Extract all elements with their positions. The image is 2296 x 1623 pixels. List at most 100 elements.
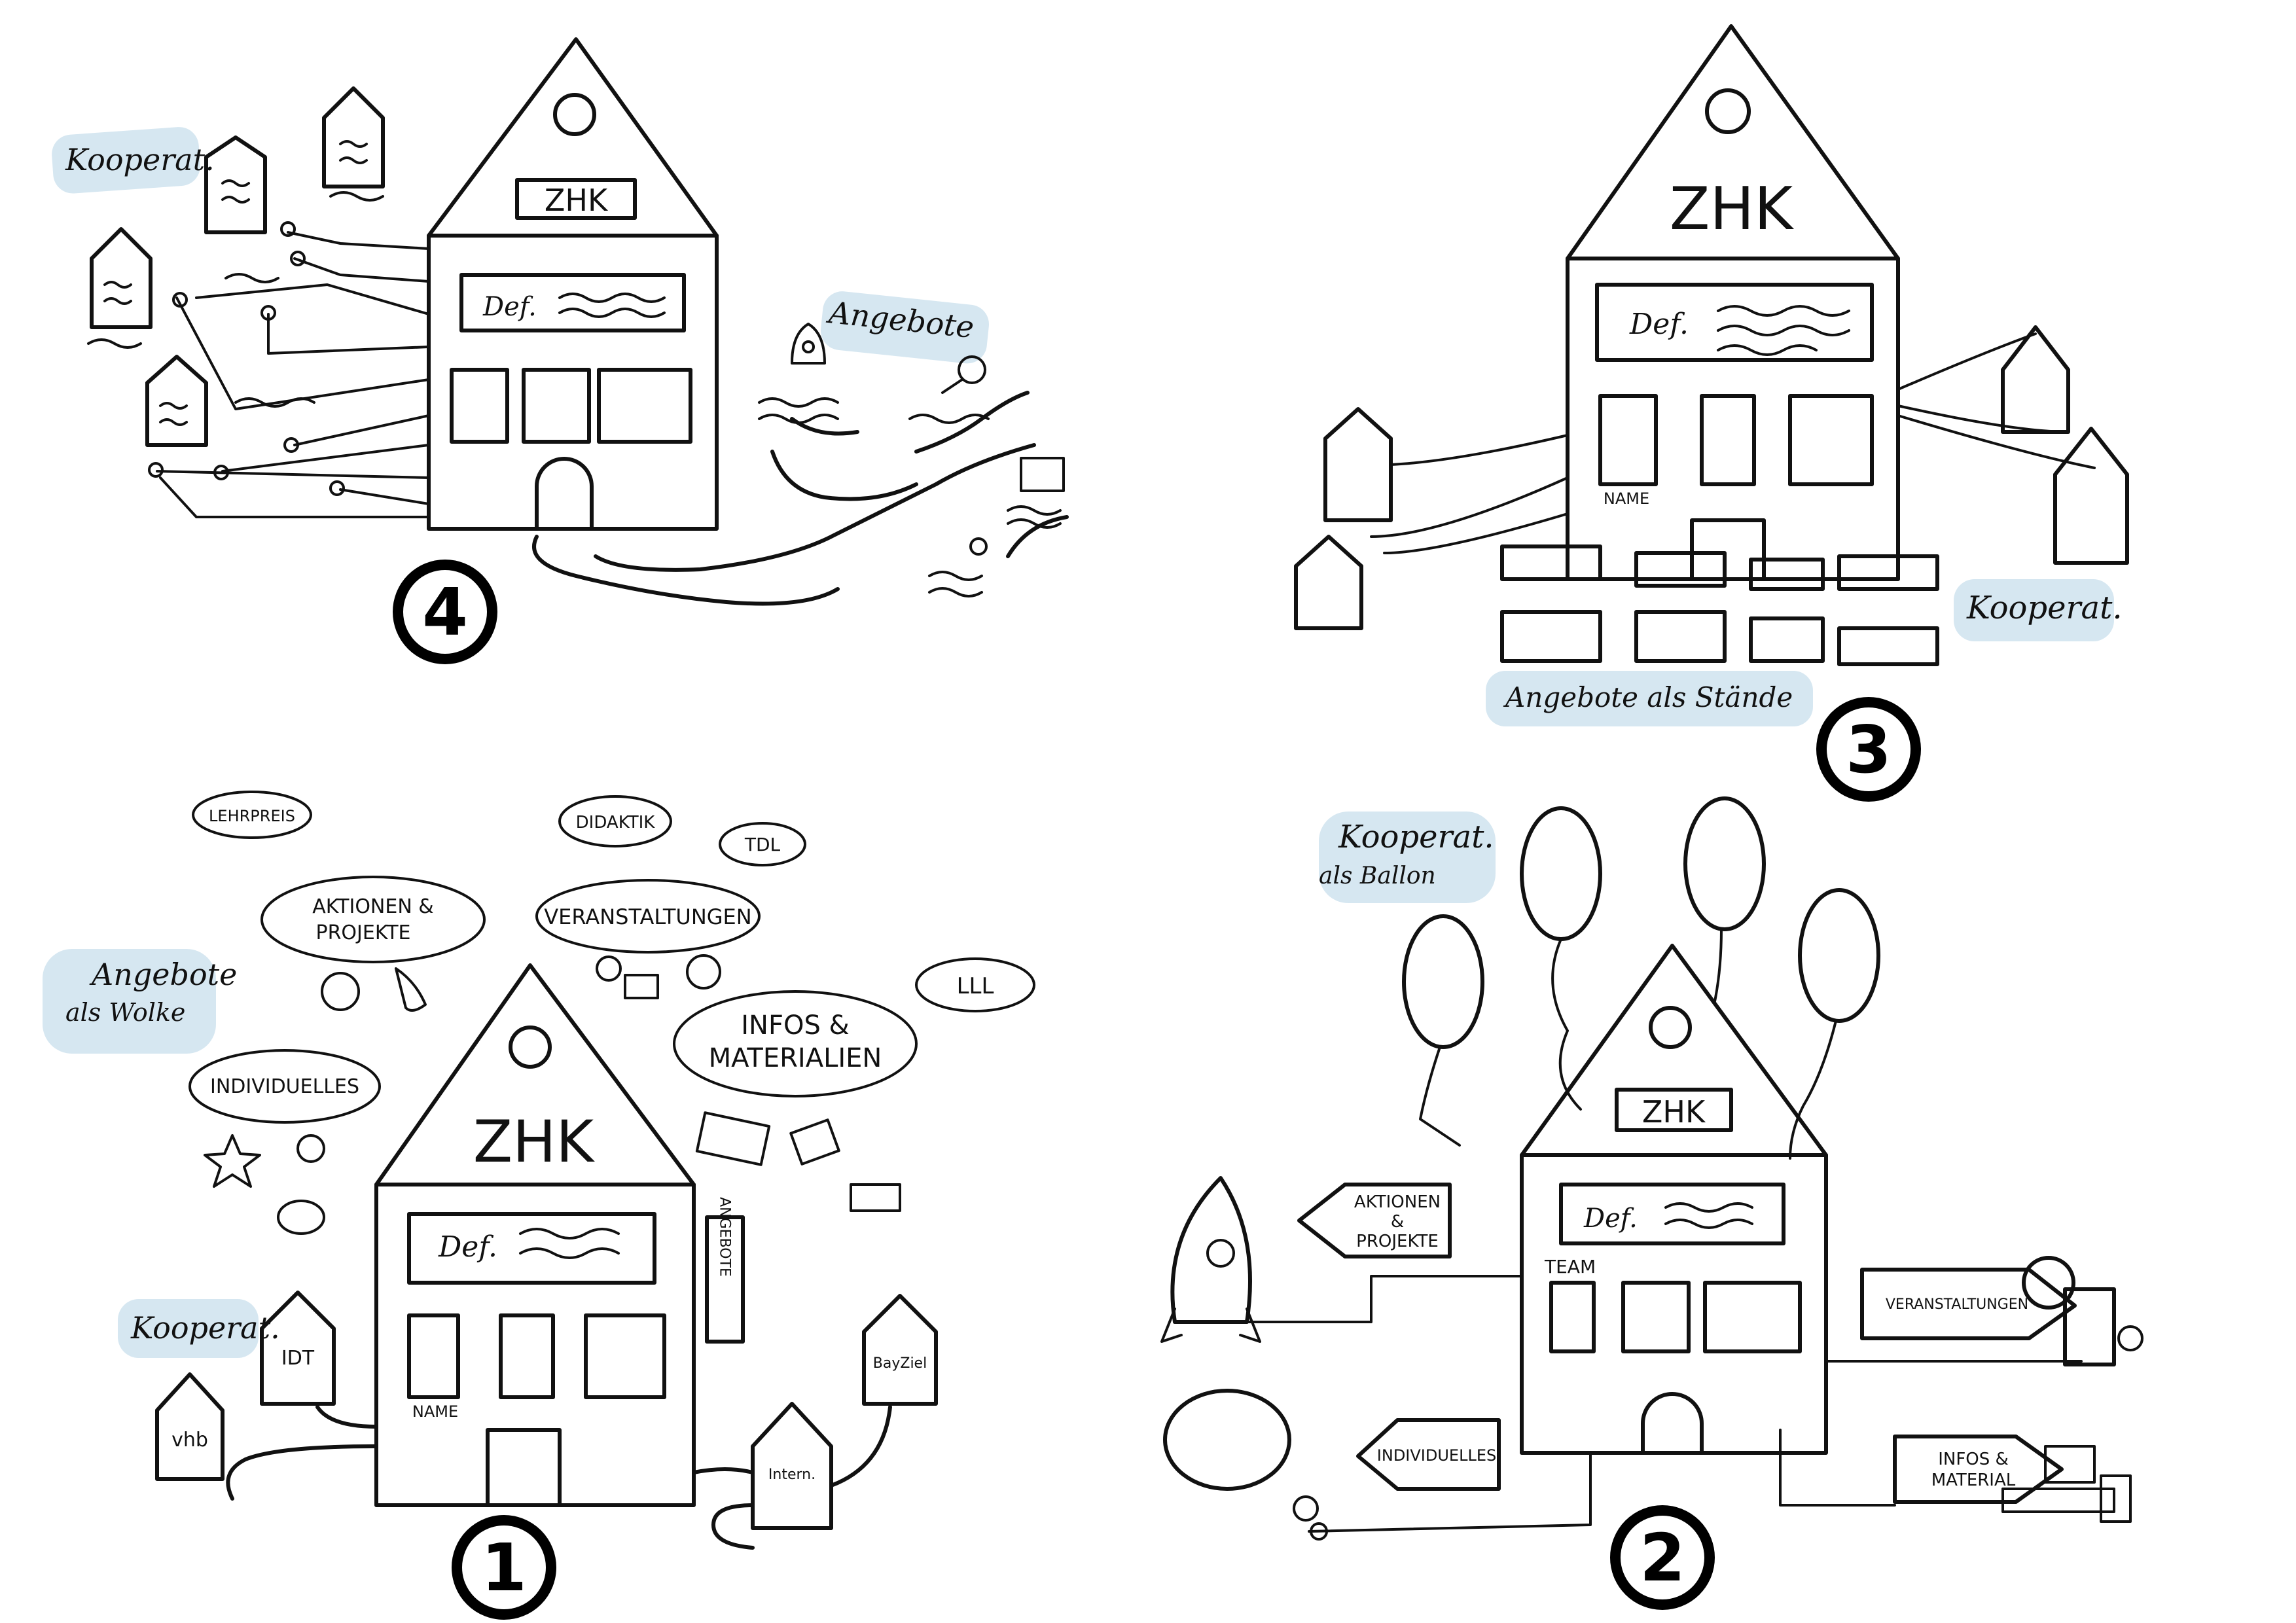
house-roof xyxy=(1520,944,1828,1157)
cooperation-network xyxy=(148,221,430,518)
globe-icon xyxy=(686,954,721,990)
scene-number-circle xyxy=(452,1515,556,1620)
house-title: ZHK xyxy=(473,1108,595,1175)
vertical-sign-label: ANGEBOTE xyxy=(717,1197,733,1277)
kooperat-label-1: Kooperat. xyxy=(1338,819,1494,855)
document-icon xyxy=(789,1118,840,1166)
svg-text:LEHRPREIS: LEHRPREIS xyxy=(209,807,295,825)
kooperat-label: Kooperat. xyxy=(65,142,215,177)
kooperat-label: Kooperat. xyxy=(130,1310,280,1346)
def-label: Def. xyxy=(1583,1204,1638,1234)
market-stalls xyxy=(1500,544,1939,666)
name-label: NAME xyxy=(412,1402,458,1421)
window xyxy=(584,1313,666,1399)
lightbulb-icon xyxy=(969,537,988,556)
roof-window xyxy=(509,1026,552,1069)
title-sign xyxy=(1615,1088,1733,1132)
offer-river xyxy=(532,391,1069,606)
lightbulb-icon xyxy=(296,1134,325,1163)
team-label: TEAM xyxy=(1544,1256,1596,1277)
window xyxy=(407,1313,460,1399)
scene-2: Kooperat. als Ballon ZHK Def. TEAM AKTIO… xyxy=(1160,796,2144,1610)
svg-text:vhb: vhb xyxy=(171,1429,208,1452)
roof-window xyxy=(1705,88,1751,134)
svg-text:&: & xyxy=(1391,1212,1404,1232)
scene-number-circle xyxy=(393,560,497,664)
bunting xyxy=(1370,332,2096,554)
scene-number: 2 xyxy=(1640,1520,1685,1596)
window xyxy=(450,368,509,444)
kooperat-highlight xyxy=(118,1299,259,1358)
angebote-label-2: als Wolke xyxy=(65,998,185,1027)
scene-number-circle xyxy=(1610,1505,1715,1610)
def-label: Def. xyxy=(438,1230,497,1264)
document-icon xyxy=(2100,1474,2132,1523)
def-banner xyxy=(459,273,686,332)
svg-text:INFOS &: INFOS & xyxy=(741,1010,850,1041)
window xyxy=(1700,394,1756,486)
house-door xyxy=(535,457,594,531)
window xyxy=(499,1313,555,1399)
main-house: ZHK Def. NAME xyxy=(1566,24,1900,581)
microphone-icon xyxy=(2117,1325,2144,1351)
svg-text:MATERIAL: MATERIAL xyxy=(1931,1471,2016,1490)
microphone-icon xyxy=(596,955,622,982)
kooperat-highlight xyxy=(1954,579,2114,641)
thought-cloud-icon xyxy=(277,1200,325,1235)
svg-text:BayZiel: BayZiel xyxy=(873,1355,927,1372)
kooperat-label: Kooperat. xyxy=(1966,590,2123,626)
house-title: ZHK xyxy=(1642,1094,1706,1130)
scene-3: ZHK Def. NAME xyxy=(1294,24,2129,802)
kooperat-highlight xyxy=(1319,812,1496,903)
scene-number: 3 xyxy=(1846,711,1892,788)
svg-text:AKTIONEN &: AKTIONEN & xyxy=(312,895,433,918)
microphone-icon xyxy=(958,355,986,384)
main-house: ZHK Def. TEAM xyxy=(1520,944,1828,1455)
house-roof xyxy=(427,37,719,238)
house-roof xyxy=(1566,24,1900,260)
window xyxy=(1703,1281,1802,1353)
podium-icon xyxy=(2063,1287,2116,1366)
sign-veranstaltungen xyxy=(1860,1268,2077,1340)
svg-text:INFOS &: INFOS & xyxy=(1938,1450,2009,1469)
scene-number-circle xyxy=(1816,697,1921,802)
svg-text:DIDAKTIK: DIDAKTIK xyxy=(576,813,656,832)
def-banner xyxy=(407,1212,656,1285)
stalls-highlight xyxy=(1486,671,1813,726)
house-body xyxy=(427,234,719,531)
def-banner xyxy=(1559,1183,1785,1245)
angebote-label-1: Angebote xyxy=(89,957,237,992)
rocket-icon xyxy=(395,967,427,1012)
svg-text:VERANSTALTUNGEN: VERANSTALTUNGEN xyxy=(544,904,751,929)
sign-individuelles xyxy=(1356,1418,1501,1491)
scene-4: ZHK Def. xyxy=(52,37,1069,664)
window xyxy=(1598,394,1658,486)
svg-text:INDIVIDUELLES: INDIVIDUELLES xyxy=(1377,1446,1496,1465)
stalls-label: Angebote als Stände xyxy=(1503,681,1793,713)
svg-text:PROJEKTE: PROJEKTE xyxy=(1356,1232,1439,1251)
laptop-icon xyxy=(2044,1445,2096,1484)
svg-text:Intern.: Intern. xyxy=(768,1467,816,1483)
svg-text:VERANSTALTUNGEN: VERANSTALTUNGEN xyxy=(1886,1296,2028,1313)
house-roof xyxy=(374,963,696,1186)
title-sign xyxy=(515,178,637,220)
angebote-highlight xyxy=(43,949,216,1054)
laptop-icon xyxy=(624,974,659,999)
roof-window xyxy=(1649,1006,1692,1049)
svg-text:AKTIONEN: AKTIONEN xyxy=(1354,1192,1441,1212)
svg-text:LLL: LLL xyxy=(957,973,994,999)
book-stack-icon xyxy=(2001,1488,2115,1513)
def-banner xyxy=(1595,283,1874,362)
house-title: ZHK xyxy=(1670,175,1794,243)
window xyxy=(597,368,692,444)
house-door xyxy=(1690,518,1766,581)
offer-clouds: LEHRPREIS DIDAKTIK TDL AKTIONEN & PROJEK… xyxy=(188,791,1035,1124)
scene-number: 4 xyxy=(422,574,468,651)
svg-text:IDT: IDT xyxy=(281,1347,315,1370)
gear-icon xyxy=(321,972,360,1011)
star-icon xyxy=(204,1134,261,1188)
name-label: NAME xyxy=(1604,490,1649,508)
def-label: Def. xyxy=(1629,308,1689,341)
book-icon xyxy=(1020,457,1065,492)
house-door xyxy=(486,1428,562,1507)
